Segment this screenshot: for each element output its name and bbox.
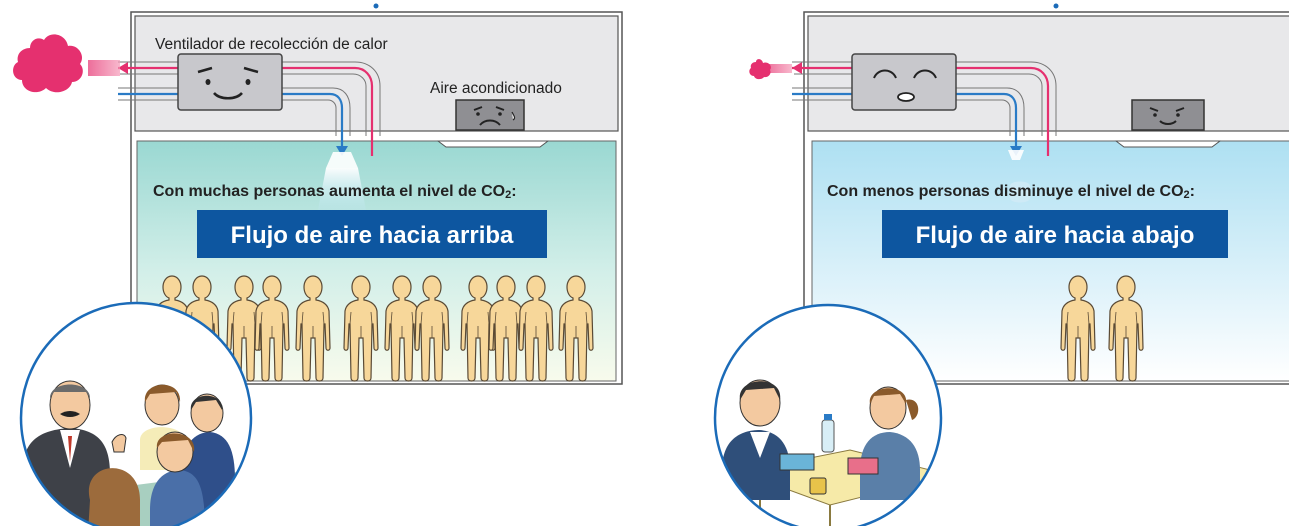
right-exhaust-cloud (749, 59, 792, 80)
right-heat-recovery-ventilator (851, 53, 957, 111)
left-air-conditioner (436, 99, 550, 148)
right-co2-statement: Con menos personas disminuye el nivel de… (827, 183, 1195, 201)
left-co2-statement: Con muchas personas aumenta el nivel de … (153, 183, 517, 201)
right-panel: Con menos personas disminuye el nivel de… (713, 3, 1289, 526)
left-exhaust-duct (118, 61, 381, 156)
left-airflow-label-box (197, 210, 547, 258)
lunch-scene-illustration (713, 303, 943, 526)
right-airflow-drop (1008, 150, 1030, 203)
left-exhaust-cloud (13, 34, 120, 93)
right-exhaust-duct (792, 61, 1057, 156)
left-panel: Ventilador de recolección de calor Aire … (13, 3, 623, 526)
meeting-scene-illustration (19, 301, 253, 526)
left-ventilator-eyebrows (197, 66, 259, 74)
right-top-marker (1053, 3, 1059, 9)
left-heat-recovery-ventilator (177, 53, 283, 111)
right-airflow-label: Flujo de aire hacia abajo (916, 222, 1195, 249)
left-intake-duct (118, 87, 351, 156)
left-top-marker (373, 3, 379, 9)
ventilator-label: Ventilador de recolección de calor (155, 36, 388, 53)
air-conditioner-label: Aire acondicionado (430, 80, 562, 97)
left-ventilator-smile (213, 92, 243, 100)
left-airflow-label: Flujo de aire hacia arriba (231, 222, 514, 249)
left-airflow-beam (318, 152, 366, 210)
right-air-conditioner (1114, 99, 1222, 148)
right-airflow-label-box (882, 210, 1228, 258)
